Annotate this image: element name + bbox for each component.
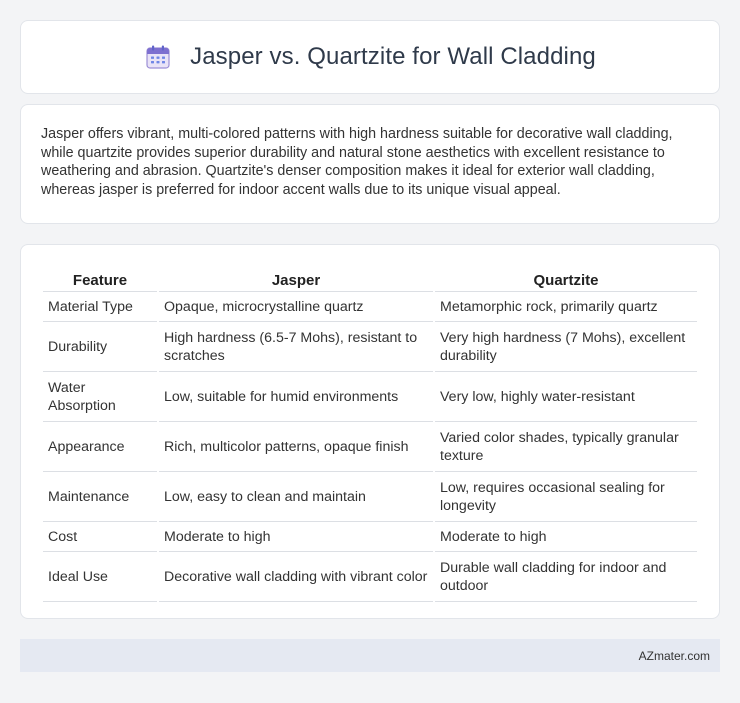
row-feature: Ideal Use <box>43 553 157 602</box>
row-quartzite: Moderate to high <box>435 523 697 552</box>
summary-card: Jasper offers vibrant, multi-colored pat… <box>20 104 720 224</box>
table-header-row: Feature Jasper Quartzite <box>43 266 697 292</box>
table-row: Appearance Rich, multicolor patterns, op… <box>43 423 697 472</box>
table-row: Water Absorption Low, suitable for humid… <box>43 373 697 422</box>
row-jasper: Opaque, microcrystalline quartz <box>159 293 433 322</box>
row-quartzite: Durable wall cladding for indoor and out… <box>435 553 697 602</box>
table-row: Durability High hardness (6.5-7 Mohs), r… <box>43 323 697 372</box>
header-quartzite: Quartzite <box>435 266 697 292</box>
row-feature: Durability <box>43 323 157 372</box>
row-quartzite: Very high hardness (7 Mohs), excellent d… <box>435 323 697 372</box>
row-quartzite: Very low, highly water-resistant <box>435 373 697 422</box>
table-row: Material Type Opaque, microcrystalline q… <box>43 293 697 322</box>
calendar-icon <box>146 45 170 69</box>
comparison-table: Feature Jasper Quartzite Material Type O… <box>41 265 699 603</box>
row-feature: Material Type <box>43 293 157 322</box>
row-feature: Maintenance <box>43 473 157 522</box>
row-jasper: Low, suitable for humid environments <box>159 373 433 422</box>
footer: AZmater.com <box>20 639 720 672</box>
header-feature: Feature <box>43 266 157 292</box>
row-jasper: Decorative wall cladding with vibrant co… <box>159 553 433 602</box>
comparison-table-card: Feature Jasper Quartzite Material Type O… <box>20 244 720 619</box>
row-quartzite: Metamorphic rock, primarily quartz <box>435 293 697 322</box>
row-feature: Water Absorption <box>43 373 157 422</box>
header-jasper: Jasper <box>159 266 433 292</box>
row-jasper: Low, easy to clean and maintain <box>159 473 433 522</box>
page-title: Jasper vs. Quartzite for Wall Cladding <box>190 43 596 70</box>
row-quartzite: Varied color shades, typically granular … <box>435 423 697 472</box>
table-row: Ideal Use Decorative wall cladding with … <box>43 553 697 602</box>
table-row: Cost Moderate to high Moderate to high <box>43 523 697 552</box>
row-feature: Cost <box>43 523 157 552</box>
row-quartzite: Low, requires occasional sealing for lon… <box>435 473 697 522</box>
title-card: Jasper vs. Quartzite for Wall Cladding <box>20 20 720 94</box>
table-row: Maintenance Low, easy to clean and maint… <box>43 473 697 522</box>
row-jasper: High hardness (6.5-7 Mohs), resistant to… <box>159 323 433 372</box>
summary-text: Jasper offers vibrant, multi-colored pat… <box>41 126 673 198</box>
row-feature: Appearance <box>43 423 157 472</box>
footer-site-link[interactable]: AZmater.com <box>638 648 710 663</box>
row-jasper: Rich, multicolor patterns, opaque finish <box>159 423 433 472</box>
title-wrap: Jasper vs. Quartzite for Wall Cladding <box>144 43 596 71</box>
row-jasper: Moderate to high <box>159 523 433 552</box>
